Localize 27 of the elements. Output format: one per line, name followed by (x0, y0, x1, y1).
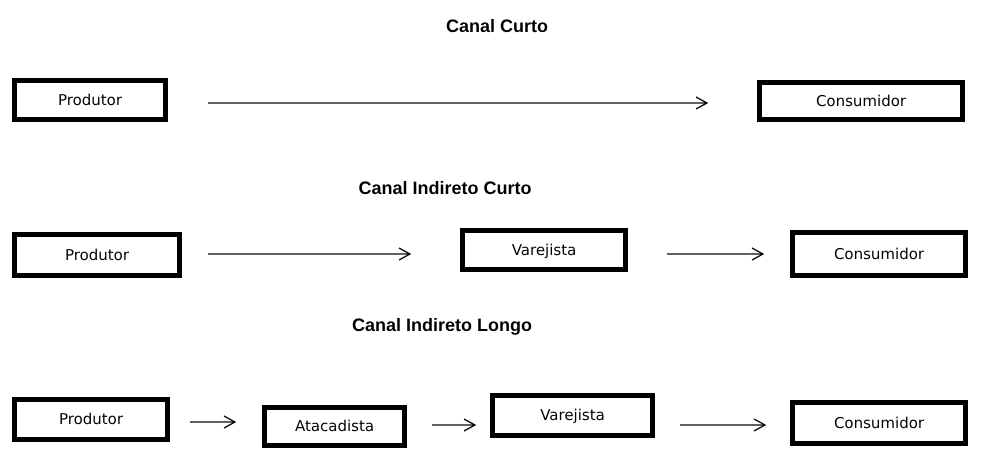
arrow (208, 247, 411, 261)
process-box (490, 393, 655, 438)
arrow (667, 247, 764, 261)
box-label: Consumidor (816, 90, 906, 112)
process-box (790, 230, 968, 278)
box-label: Consumidor (834, 412, 924, 434)
process-box (12, 232, 182, 278)
box-label: Varejista (512, 240, 576, 261)
process-box (12, 78, 168, 122)
arrow (680, 418, 766, 432)
process-box (757, 80, 965, 122)
arrow (190, 415, 236, 429)
process-box (262, 405, 407, 448)
box-label: Produtor (64, 244, 130, 266)
process-box (460, 228, 628, 272)
box-label: Consumidor (834, 244, 924, 265)
box-label: Varejista (540, 405, 605, 426)
section-heading: Canal Indireto Longo (352, 316, 532, 334)
arrow (208, 96, 708, 110)
box-label: Produtor (58, 90, 122, 111)
box-label: Atacadista (294, 416, 374, 438)
process-box (790, 400, 968, 446)
section-heading: Canal Curto (446, 17, 548, 35)
process-box (12, 397, 170, 442)
box-label: Produtor (58, 409, 124, 430)
arrow (432, 418, 476, 432)
section-heading: Canal Indireto Curto (358, 179, 532, 197)
